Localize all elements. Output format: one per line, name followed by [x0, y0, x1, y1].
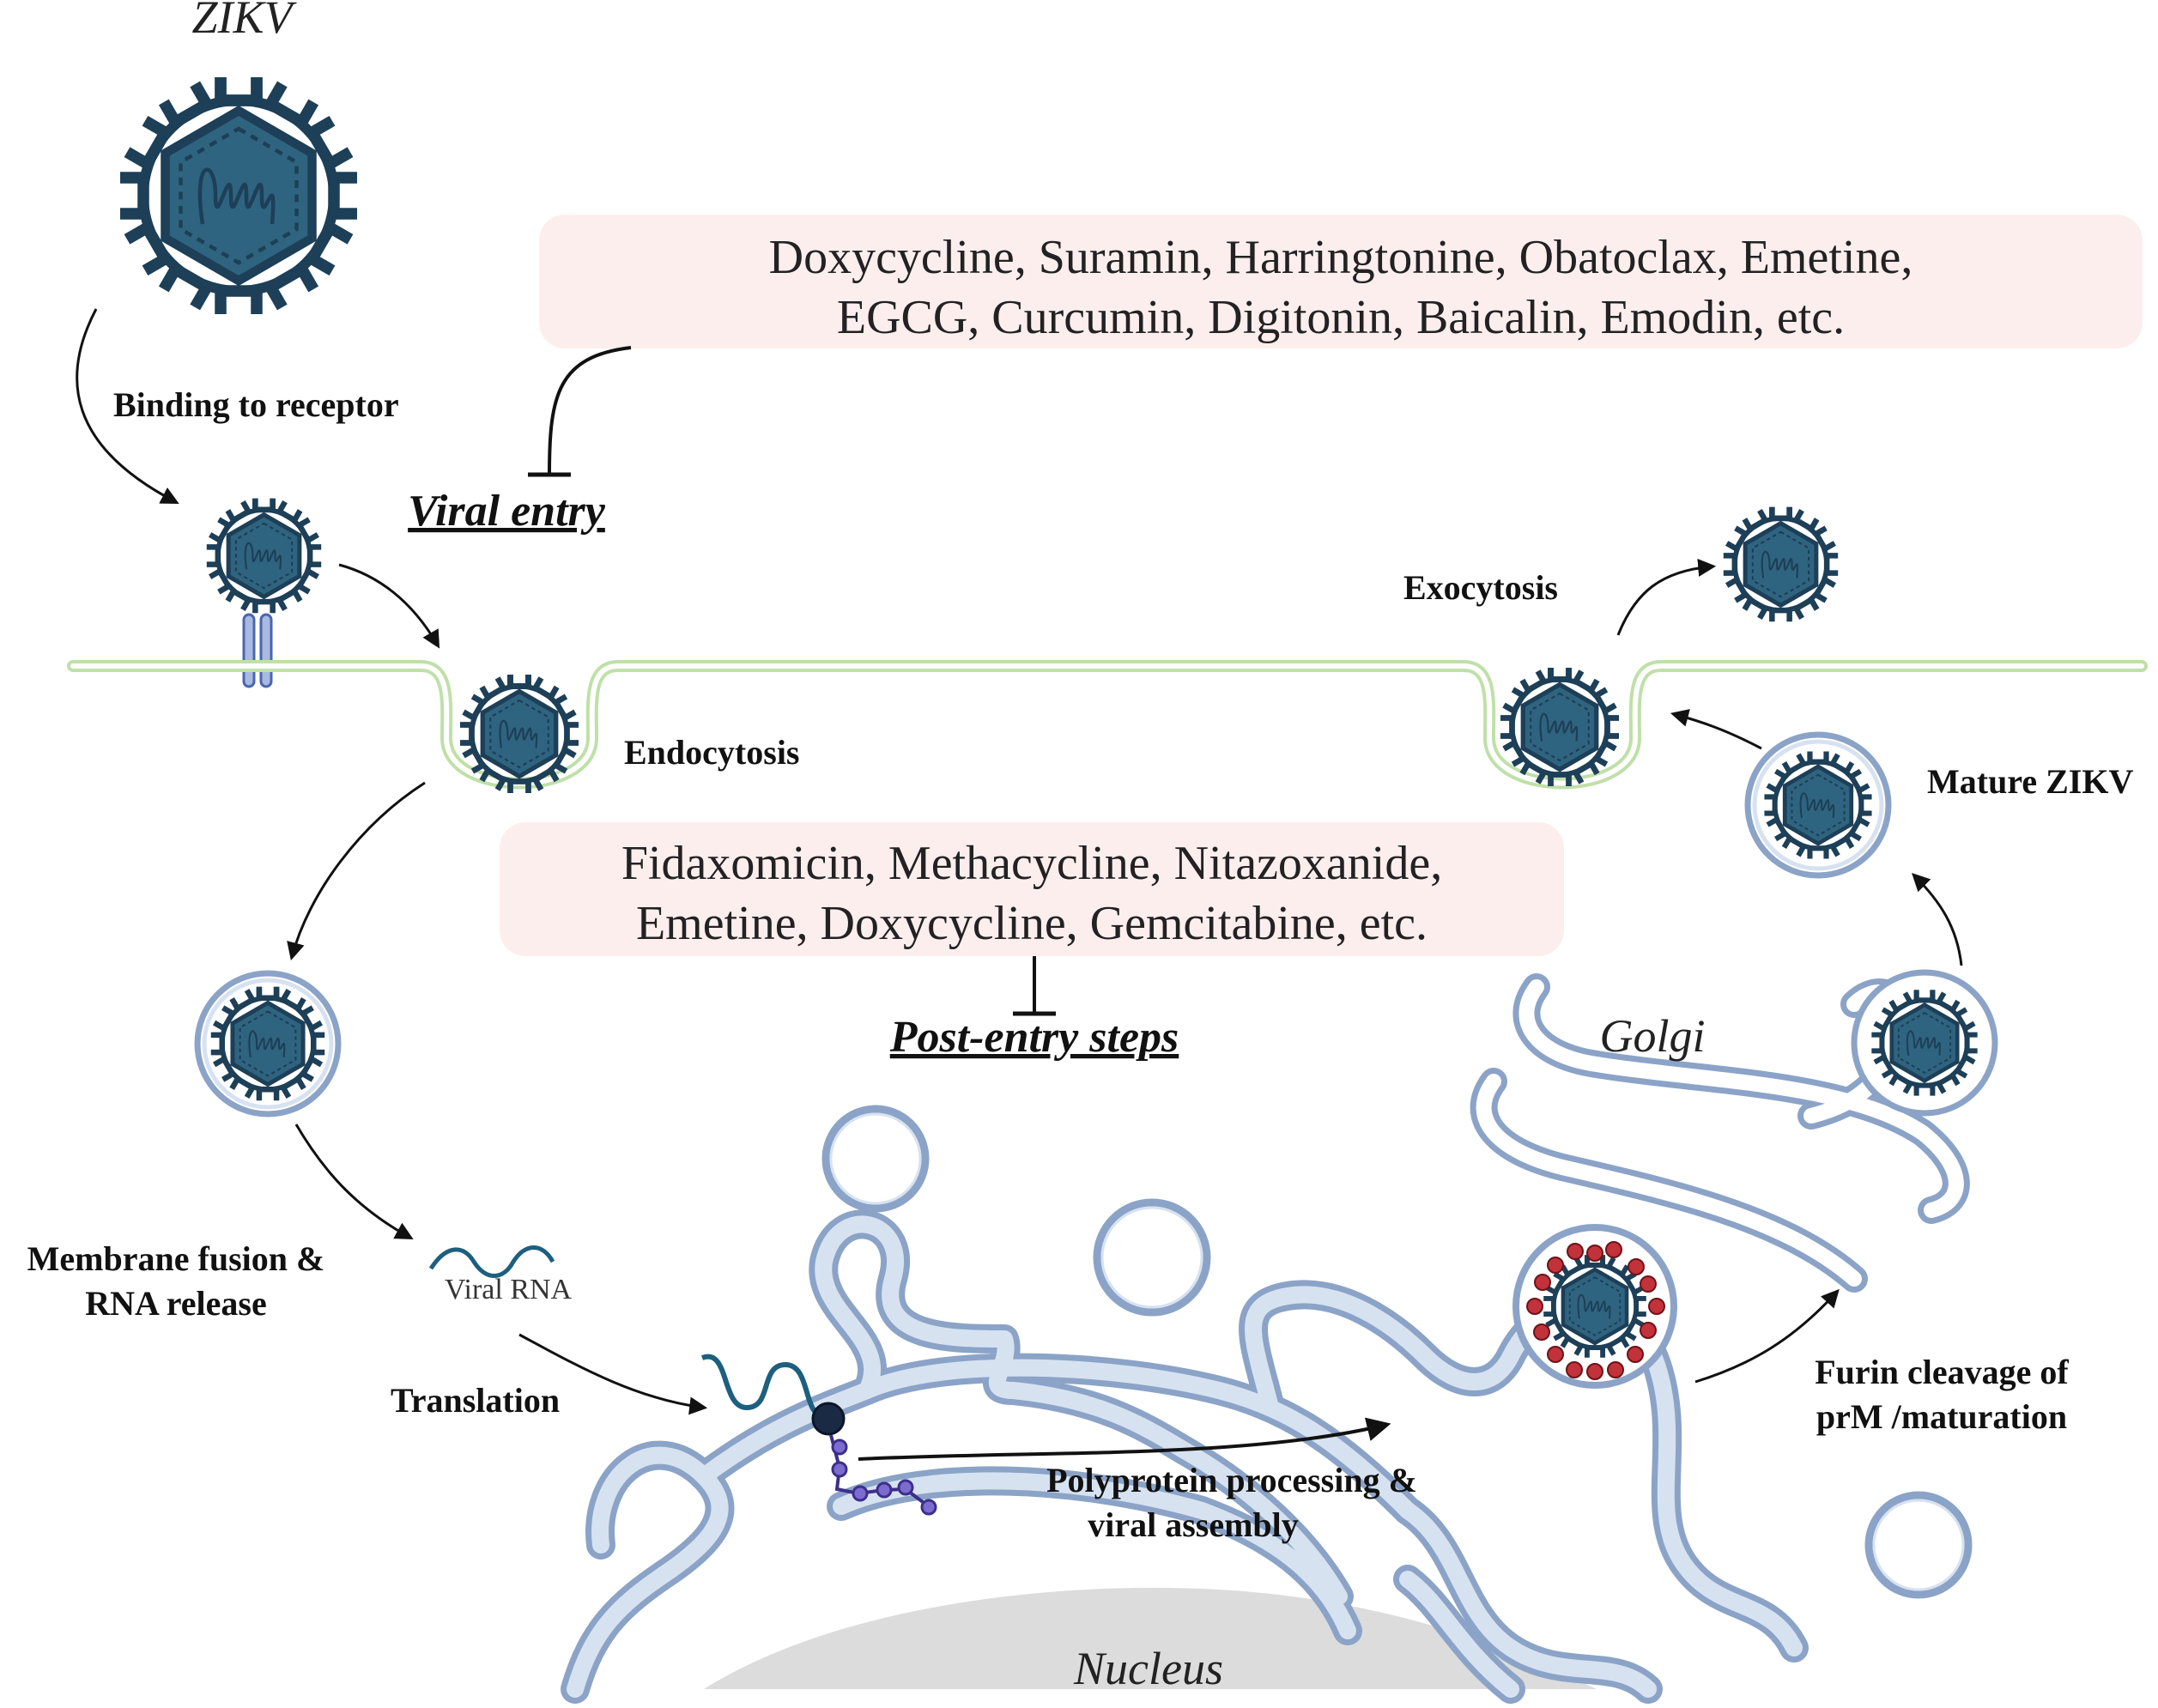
to-mature-arrow [1912, 873, 1963, 966]
post-entry-title: Post-entry steps [889, 1013, 1179, 1062]
to-endocytosis-arrow [338, 563, 440, 649]
mrna-strand-icon [700, 1354, 825, 1419]
to-golgi-arrow [1694, 1288, 1840, 1384]
viral-entry-title: Viral entry [408, 487, 606, 536]
golgi-label: Golgi [1599, 1010, 1705, 1062]
viral-rna-icon [428, 1245, 555, 1278]
ribosome-icon [811, 1402, 846, 1436]
furin-label-line1: Furin cleavage of [1815, 1353, 2069, 1391]
fusion-label-line2: RNA release [85, 1284, 266, 1323]
entry-inhibitors-line1: Doxycycline, Suramin, Harringtonine, Oba… [769, 231, 1913, 284]
polyprotein-label-line2: viral assembly [1088, 1505, 1299, 1544]
translation-label: Translation [391, 1381, 560, 1420]
post-entry-inhibitors-line1: Fidaxomicin, Methacycline, Nitazoxanide, [621, 837, 1442, 890]
nucleus-label: Nucleus [1073, 1643, 1223, 1694]
polyprotein-label-line1: Polyprotein processing & [1046, 1461, 1417, 1499]
bound-virion-icon [207, 499, 321, 613]
fusion-label-line1: Membrane fusion & [27, 1239, 325, 1278]
er-vesicles [821, 1105, 1973, 1599]
zikv-title: ZIKV [191, 0, 297, 43]
to-endosome-arrow [287, 781, 426, 961]
binding-label: Binding to receptor [113, 385, 399, 424]
furin-label-line2: prM /maturation [1816, 1397, 2067, 1436]
released-virion-icon [1724, 507, 1838, 621]
entry-inhibitor-box [539, 215, 2143, 348]
viral-rna-label: Viral RNA [445, 1274, 573, 1305]
receptor-icon [242, 613, 273, 688]
to-exocytosis-arrow [1670, 709, 1762, 750]
to-translation-arrow [518, 1333, 708, 1415]
plasma-membrane [67, 660, 2148, 790]
nucleus [704, 1587, 1597, 1689]
binding-arrow [76, 308, 179, 504]
post-entry-inhibitors-line2: Emetine, Doxycycline, Gemcitabine, etc. [636, 897, 1428, 950]
release-arrow [1616, 558, 1717, 636]
endoplasmic-reticulum [561, 1209, 1809, 1704]
to-fusion-arrow [294, 1124, 414, 1240]
post-entry-inhibitor-box [500, 822, 1564, 956]
endocytosis-label: Endocytosis [624, 733, 800, 772]
polyprotein-arrow [858, 1417, 1391, 1461]
entry-inhibitors-line2: EGCG, Curcumin, Digitonin, Baicalin, Emo… [837, 291, 1845, 344]
exocytosis-label: Exocytosis [1403, 568, 1558, 607]
mature-label: Mature ZIKV [1927, 762, 2133, 801]
zikv-virion-icon [120, 77, 357, 314]
prm-protein-icons [1526, 1241, 1665, 1380]
polypeptide-chain-icon [829, 1434, 937, 1516]
entry-inhibition-line [548, 346, 632, 475]
